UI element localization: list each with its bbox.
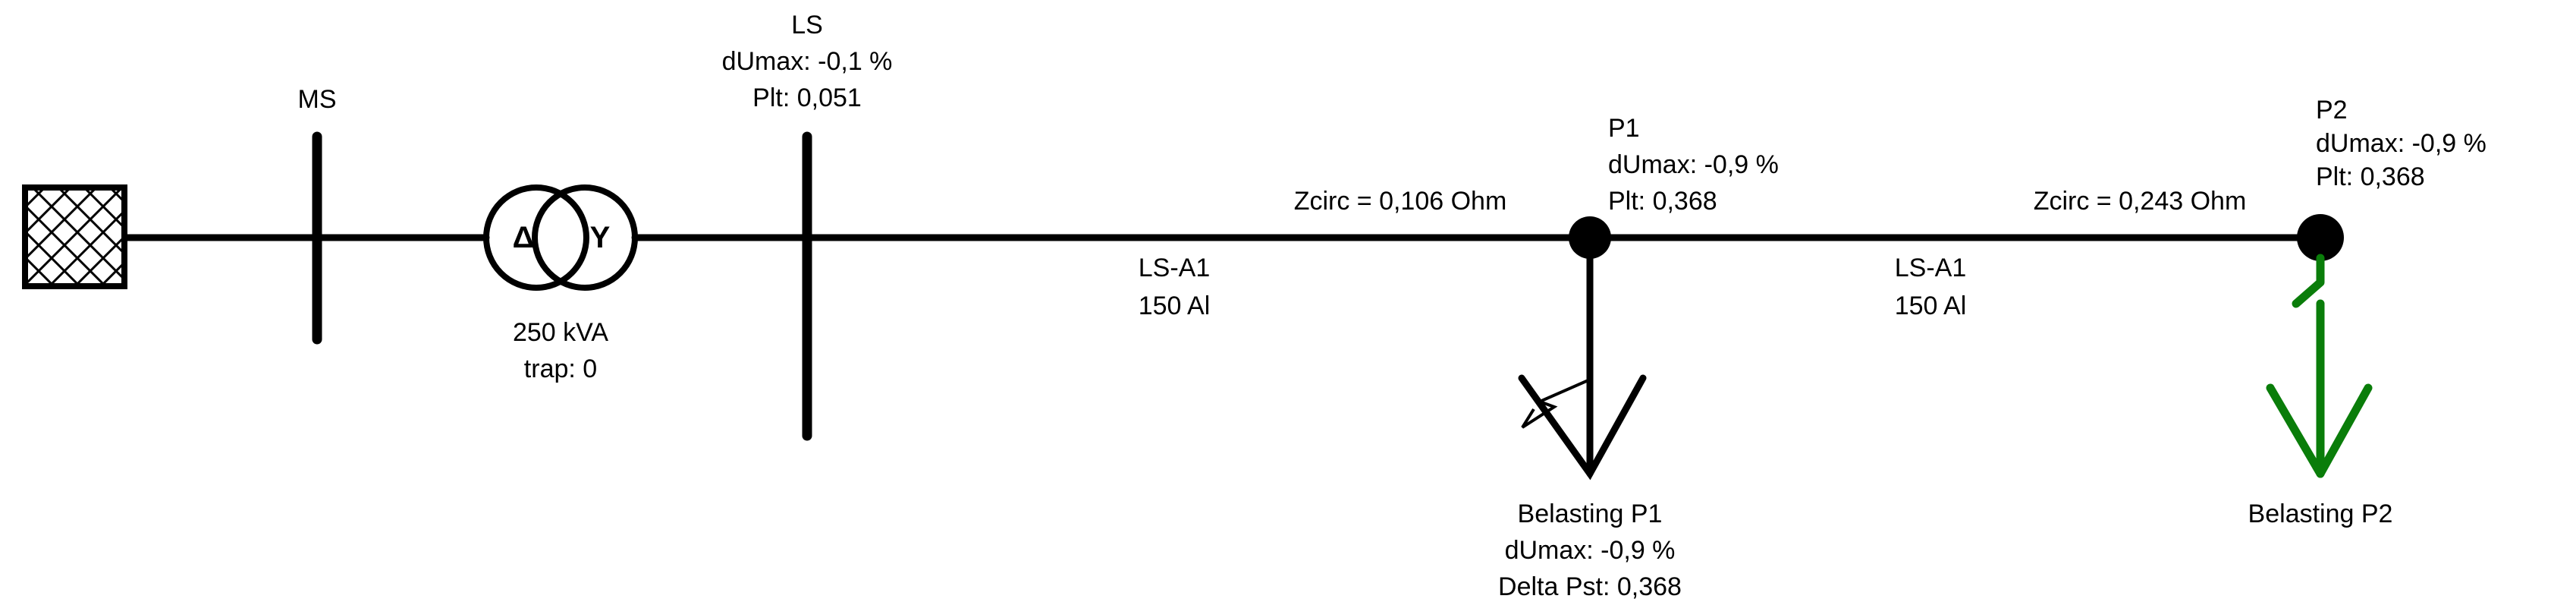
cable1-type: LS-A1 — [1139, 254, 1211, 282]
cable1-size: 150 Al — [1139, 292, 1211, 320]
transformer-icon[interactable] — [483, 184, 638, 291]
load-p2-arrow-icon[interactable] — [2266, 299, 2373, 478]
ls-dumax: dUmax: -0,1 % — [722, 47, 893, 76]
p1-label: P1 — [1608, 114, 1640, 143]
wye-winding-symbol: Y — [590, 221, 611, 254]
ms-label: MS — [298, 85, 337, 114]
p1-dumax: dUmax: -0,9 % — [1608, 150, 1779, 179]
load1-pst: Delta Pst: 0,368 — [1498, 572, 1682, 601]
cable2-size: 150 Al — [1895, 292, 1967, 320]
transformer-tap: trap: 0 — [524, 355, 597, 383]
delta-winding-symbol: Δ — [513, 221, 535, 254]
ls-label: LS — [791, 11, 823, 39]
ls-plt: Plt: 0,051 — [752, 84, 862, 112]
flicker-lightning-icon — [1521, 378, 1591, 429]
load2-label: Belasting P2 — [2248, 500, 2393, 528]
p2-plt: Plt: 0,368 — [2316, 162, 2425, 191]
node-p2[interactable] — [2297, 214, 2344, 261]
p2-label: P2 — [2316, 96, 2348, 124]
load1-dumax: dUmax: -0,9 % — [1505, 536, 1676, 565]
transformer-rating: 250 kVA — [513, 318, 608, 347]
open-switch-icon[interactable] — [2292, 254, 2325, 308]
load1-label: Belasting P1 — [1518, 500, 1663, 528]
load-p1-arrow-icon[interactable] — [1518, 234, 1647, 481]
p1-plt: Plt: 0,368 — [1608, 187, 1717, 216]
cable2-zcirc: Zcirc = 0,243 Ohm — [2034, 187, 2247, 216]
cable1-zcirc: Zcirc = 0,106 Ohm — [1294, 187, 1507, 216]
grid-source-icon[interactable] — [22, 184, 127, 289]
p2-dumax: dUmax: -0,9 % — [2316, 129, 2486, 158]
cable2-type: LS-A1 — [1895, 254, 1967, 282]
